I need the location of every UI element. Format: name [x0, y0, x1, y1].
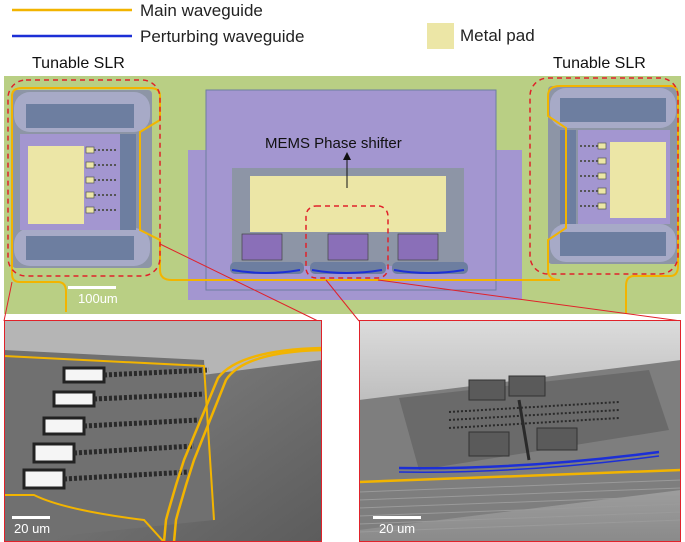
sem-right-inset [359, 320, 681, 542]
mems-metal-pad [250, 176, 446, 232]
sem-right-main-waveguide [359, 468, 681, 484]
metal-pad-swatch [427, 23, 454, 49]
legend-perturbing-waveguide-label: Perturbing waveguide [140, 27, 305, 46]
chip-scale-bar [68, 286, 116, 289]
legend-metal-pad-label: Metal pad [460, 26, 535, 45]
sem-left-main-waveguide [172, 348, 322, 542]
chip-micrograph [3, 76, 682, 322]
inset-connector-lines [3, 243, 682, 322]
sem-right-scale-bar [373, 516, 421, 519]
legend-main-waveguide-label: Main waveguide [140, 1, 263, 20]
main-waveguide [11, 85, 679, 314]
mems-phase-shifter-label: MEMS Phase shifter [265, 135, 402, 152]
left-slr-label: Tunable SLR [32, 55, 125, 72]
left-slr [12, 90, 152, 268]
mems-phase-shifter-block [188, 89, 522, 300]
sem-left-pads [22, 366, 106, 490]
right-slr-label: Tunable SLR [553, 55, 646, 72]
sem-right-scale-label: 20 um [379, 521, 416, 536]
left-metal-pad [28, 146, 84, 224]
perturbing-waveguides [231, 269, 465, 274]
sem-left-inset [4, 320, 322, 542]
sem-left-scale-label: 20 um [14, 521, 51, 536]
sem-left-scale-bar [12, 516, 50, 519]
chip-scale-label: 100um [78, 291, 118, 306]
right-slr [548, 86, 678, 264]
highlight-boxes [7, 77, 679, 279]
mems-label-arrow [343, 152, 351, 188]
right-metal-pad [610, 142, 666, 218]
sem-right-perturbing-waveguide [398, 450, 660, 470]
legend-swatches [12, 8, 454, 49]
